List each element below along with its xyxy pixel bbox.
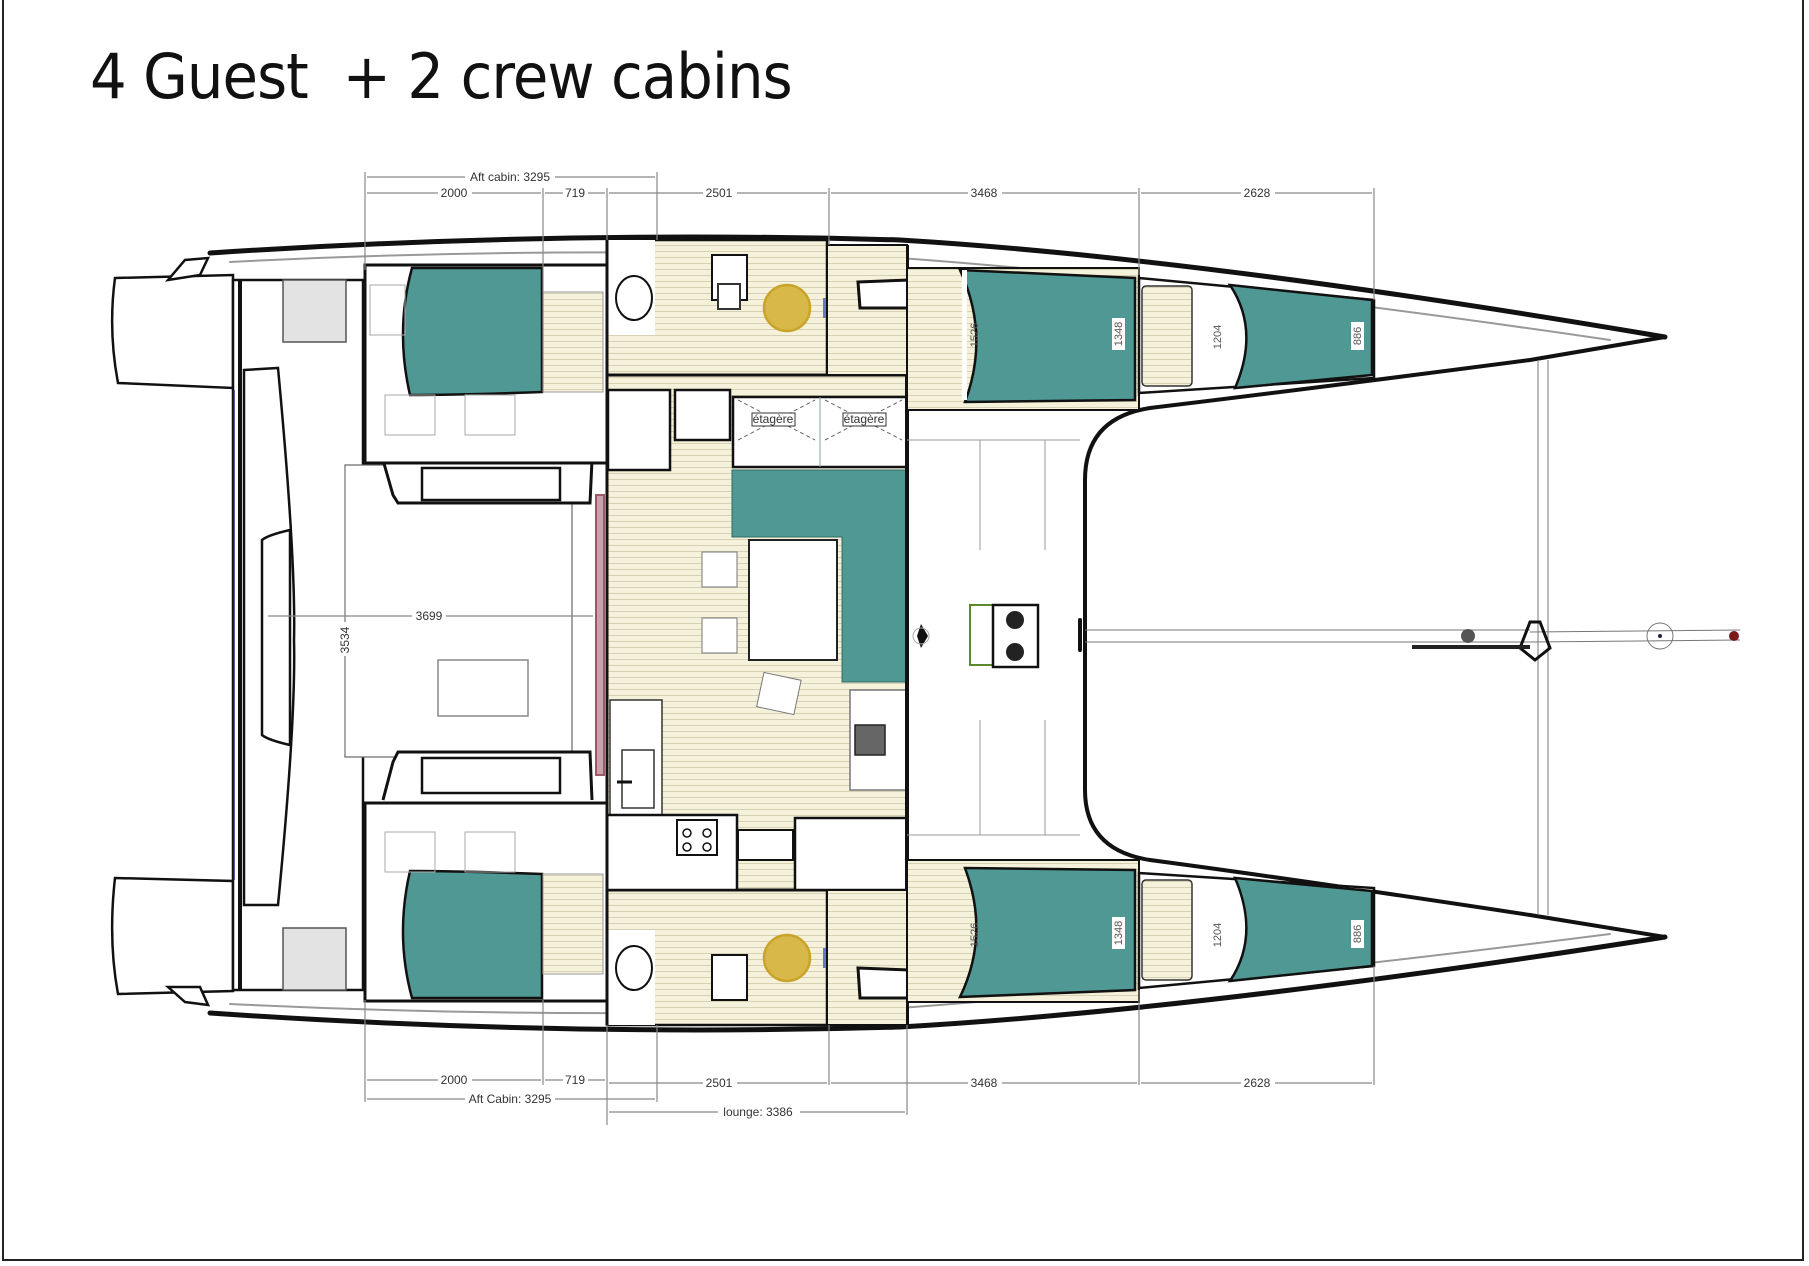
mast-step: [912, 624, 930, 648]
stern-steps: [110, 256, 365, 1007]
dim-719: 719: [565, 1073, 585, 1087]
bed: [401, 869, 544, 1000]
cockpit-table: [437, 659, 529, 717]
dim-719: 719: [565, 186, 585, 200]
shower-icon: [762, 933, 812, 983]
dim-2000: 2000: [441, 1073, 468, 1087]
dim-3468: 3468: [971, 1076, 998, 1090]
hull-outline: [207, 234, 1668, 1033]
dim-2628: 2628: [1244, 1076, 1271, 1090]
forward-cabin-port: 1526 1348: [906, 267, 1140, 411]
dim-cockpit-width: 3699: [416, 609, 443, 623]
dim-2628: 2628: [1244, 186, 1271, 200]
width-label: 1204: [1212, 325, 1224, 349]
cockpit: [344, 459, 605, 801]
aft-cabin-starboard: [363, 801, 609, 1003]
dimensions-bottom: 2000 719 2501 3468 2628 Aft Cabin: 3295 …: [364, 966, 1375, 1125]
dim-3468: 3468: [971, 186, 998, 200]
saloon-table: [748, 539, 838, 661]
width-label: 886: [1352, 925, 1364, 943]
dim-2501: 2501: [706, 186, 733, 200]
page-title: 4 Guest + 2 crew cabins: [90, 40, 793, 113]
dim-2501: 2501: [706, 1076, 733, 1090]
crew-cabin-port: 1204 886: [1137, 276, 1376, 395]
aft-bench: [233, 366, 296, 907]
mid-corridor-starboard: [826, 889, 937, 1026]
dim-2000: 2000: [441, 186, 468, 200]
dim-cockpit-length: 3534: [338, 626, 352, 653]
cooktop-icon: [676, 819, 718, 856]
dim-lounge: lounge: 3386: [723, 1105, 793, 1119]
bed: [401, 266, 544, 397]
helm-seats: [969, 603, 1040, 669]
width-label: 1204: [1212, 923, 1224, 947]
shelf-label-2: étagère: [844, 412, 885, 426]
toilet-icon: [615, 275, 653, 321]
companionway-door: [595, 494, 605, 776]
width-label: 1526: [969, 323, 981, 347]
shower-icon: [762, 283, 812, 333]
shelf-label-1: étagère: [753, 412, 794, 426]
forward-cabin-starboard: 1526 1348: [906, 859, 1140, 1003]
width-label: 1348: [1113, 322, 1125, 346]
dimensions-cockpit: 3699 3534: [268, 468, 593, 754]
width-label: 1348: [1113, 921, 1125, 945]
anchor-windlass: [1412, 620, 1739, 662]
dim-aft-cabin: Aft cabin: 3295: [470, 170, 550, 184]
saloon: étagère étagère: [605, 240, 909, 1025]
head-port: [605, 238, 829, 377]
width-label: 886: [1352, 327, 1364, 345]
dimensions-top: Aft cabin: 3295 2000 719 2501 3468 2628: [364, 170, 1375, 392]
width-label: 1526: [969, 923, 981, 947]
foredeck: [907, 360, 1741, 915]
hatch-port: [282, 279, 347, 343]
head-starboard: [605, 888, 829, 1027]
hatch-starboard: [282, 927, 347, 991]
crew-cabin-starboard: 1204 886: [1137, 871, 1376, 990]
toilet-icon: [615, 945, 653, 991]
dim-aft-cabin: Aft Cabin: 3295: [469, 1092, 552, 1106]
aft-cabin-port: [363, 263, 609, 465]
